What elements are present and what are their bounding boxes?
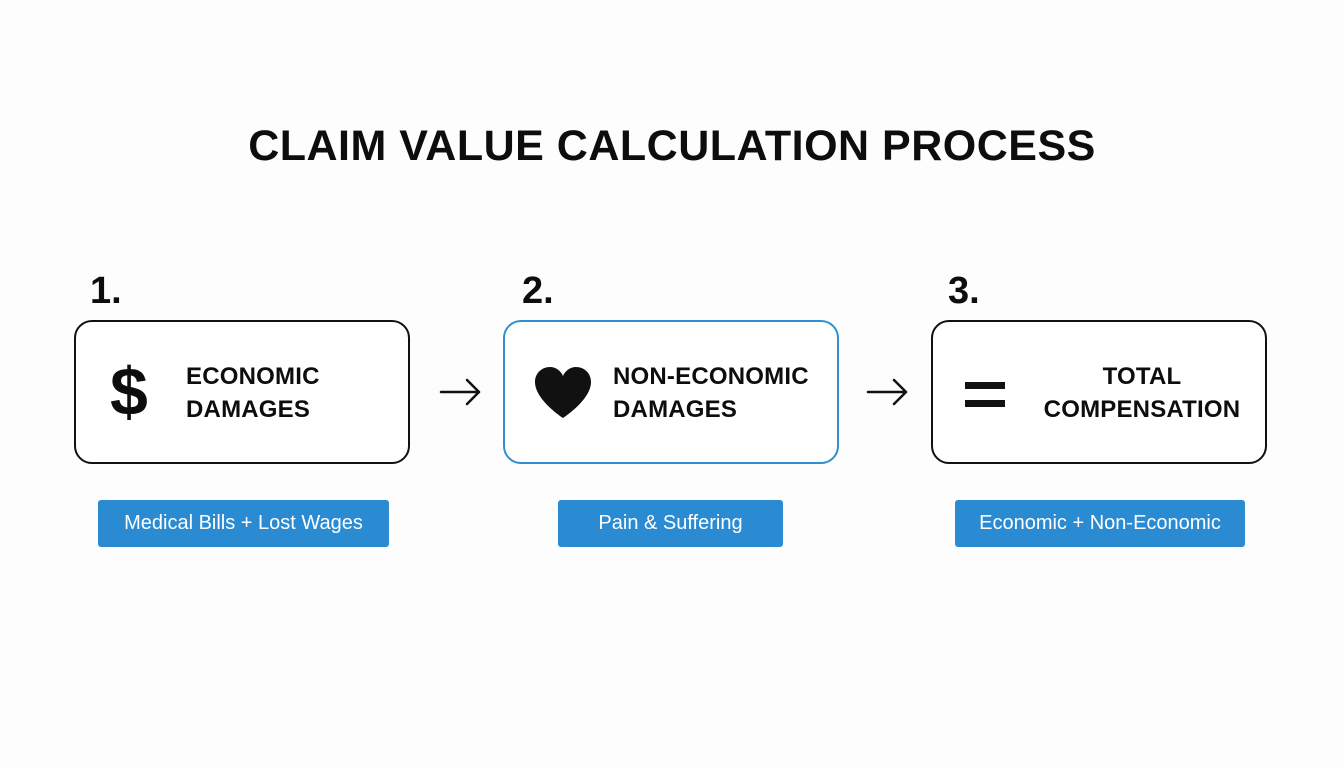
step-2-box: NON-ECONOMIC DAMAGES bbox=[503, 320, 839, 464]
equals-icon bbox=[965, 382, 1005, 407]
arrow-right-icon bbox=[439, 378, 481, 406]
arrow-right-icon bbox=[866, 378, 908, 406]
step-1-number: 1. bbox=[90, 270, 122, 312]
step-1-label: ECONOMIC DAMAGES bbox=[186, 363, 320, 423]
step-2-number: 2. bbox=[522, 270, 554, 312]
step-3-detail-badge: Economic + Non-Economic bbox=[955, 500, 1245, 547]
step-2-detail-badge: Pain & Suffering bbox=[558, 500, 783, 547]
step-3-box: TOTAL COMPENSATION bbox=[931, 320, 1267, 464]
step-1-box: $ ECONOMIC DAMAGES bbox=[74, 320, 410, 464]
step-3-number: 3. bbox=[948, 270, 980, 312]
heart-icon bbox=[535, 367, 591, 418]
step-1-detail-badge: Medical Bills + Lost Wages bbox=[98, 500, 389, 547]
diagram-title: CLAIM VALUE CALCULATION PROCESS bbox=[248, 122, 1096, 170]
step-3-label: TOTAL COMPENSATION bbox=[1043, 363, 1241, 423]
step-2-label: NON-ECONOMIC DAMAGES bbox=[613, 363, 809, 423]
dollar-icon: $ bbox=[110, 354, 148, 430]
